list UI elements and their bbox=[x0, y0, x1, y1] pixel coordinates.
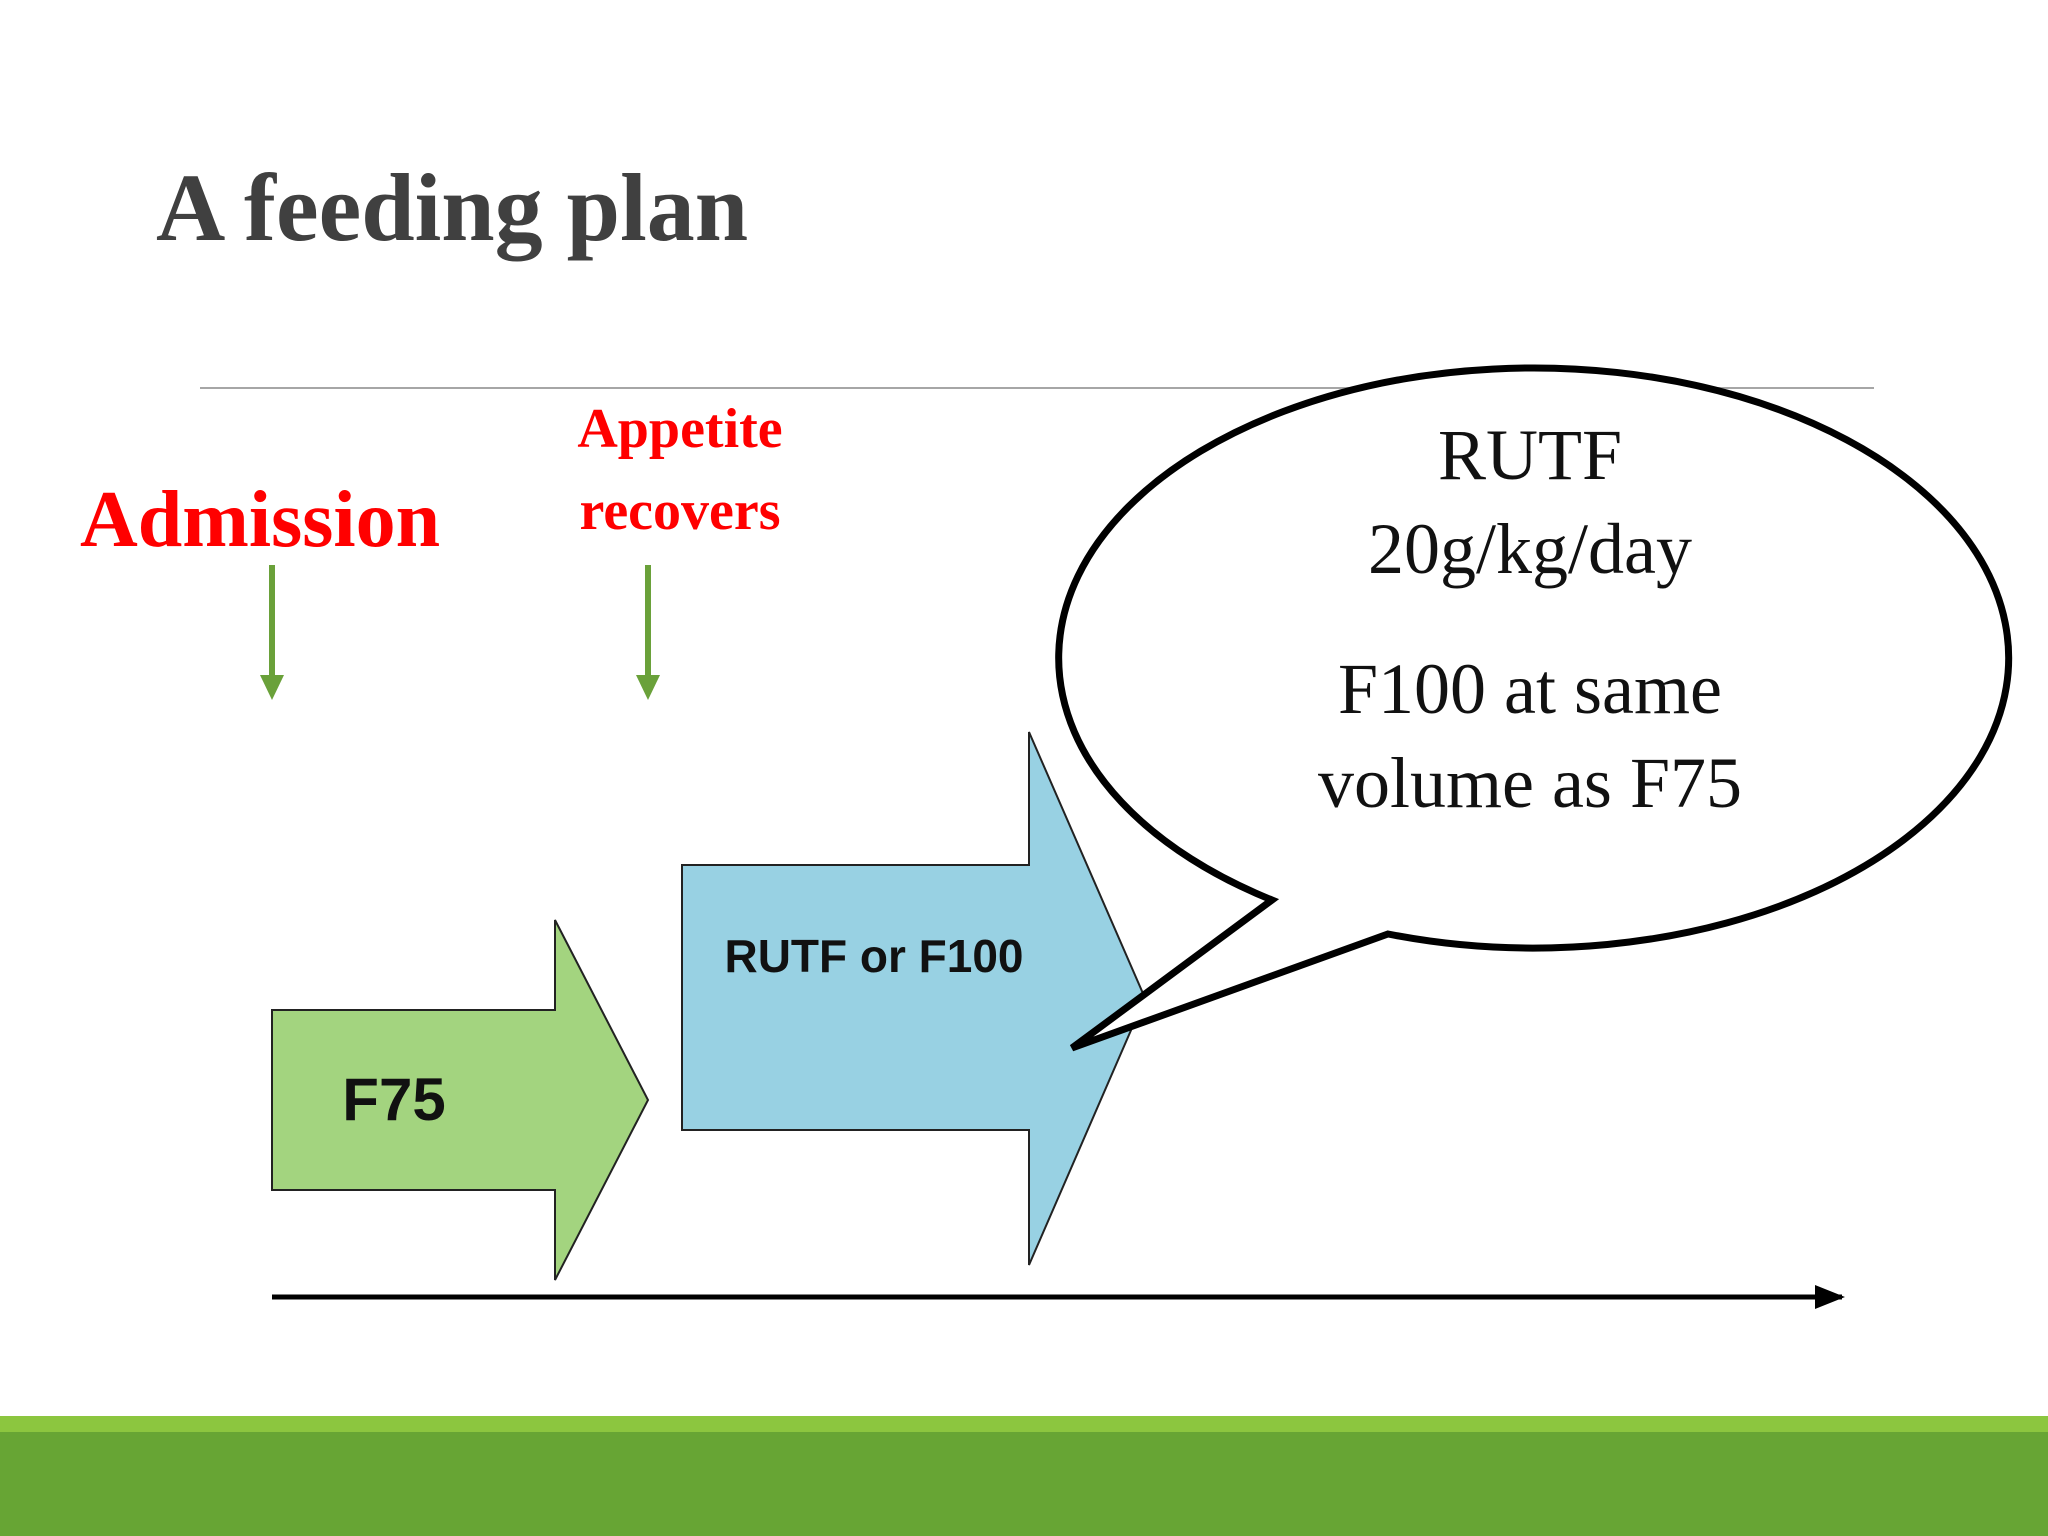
appetite-recovers-label: Appetite recovers bbox=[552, 388, 808, 552]
callout-line-2: 20g/kg/day bbox=[1368, 509, 1692, 589]
appetite-label-line-2: recovers bbox=[579, 480, 781, 542]
callout-line-3: F100 at same bbox=[1338, 649, 1722, 729]
title-divider bbox=[200, 387, 1874, 389]
callout-rutf-block: RUTF 20g/kg/day bbox=[1190, 408, 1870, 596]
admission-label: Admission bbox=[80, 476, 441, 564]
appetite-down-arrow-icon bbox=[636, 565, 660, 700]
callout-f100-block: F100 at same volume as F75 bbox=[1190, 642, 1870, 830]
rutf-phase-label: RUTF or F100 bbox=[724, 930, 1023, 982]
slide-title: A feeding plan bbox=[156, 154, 749, 261]
footer-band bbox=[0, 1416, 2048, 1536]
speech-bubble bbox=[1055, 364, 2013, 1052]
f75-phase-label: F75 bbox=[342, 1066, 445, 1133]
callout-text: RUTF 20g/kg/day F100 at same volume as F… bbox=[1190, 408, 1870, 830]
callout-line-1: RUTF bbox=[1437, 415, 1623, 495]
f75-phase-arrow: F75 bbox=[271, 919, 650, 1281]
callout-line-4: volume as F75 bbox=[1318, 743, 1742, 823]
admission-down-arrow-icon bbox=[260, 565, 284, 700]
rutf-phase-arrow: RUTF or F100 bbox=[681, 731, 1147, 1266]
footer-stripe bbox=[0, 1416, 2048, 1432]
appetite-label-line-1: Appetite bbox=[577, 398, 783, 460]
